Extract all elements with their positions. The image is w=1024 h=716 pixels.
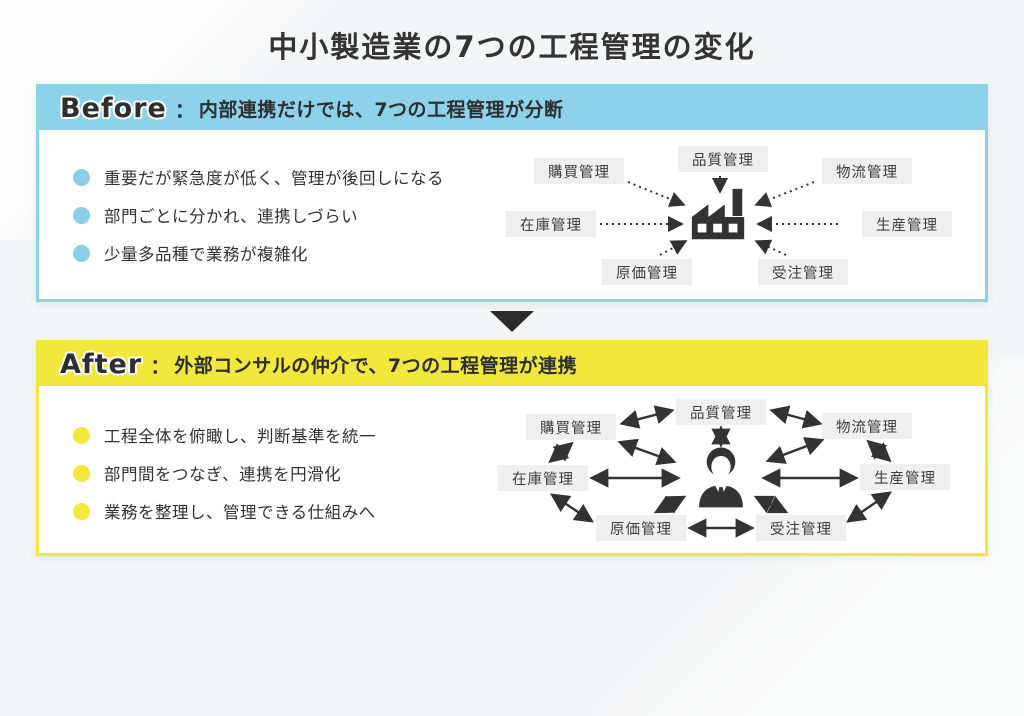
node-production: 生産管理 bbox=[862, 211, 952, 237]
node-quality: 品質管理 bbox=[678, 146, 768, 172]
after-headline: 外部コンサルの仲介で、7つの工程管理が連携 bbox=[174, 354, 578, 377]
before-bullet-list: 重要だが緊急度が低く、管理が後回しになる 部門ごとに分かれ、連携しづらい 少量多… bbox=[73, 165, 503, 279]
node-quality: 品質管理 bbox=[676, 399, 766, 425]
bullet-dot-icon bbox=[73, 502, 90, 520]
bullet-dot-icon bbox=[73, 426, 90, 444]
bullet-dot-icon bbox=[73, 168, 90, 186]
node-purchasing: 購買管理 bbox=[526, 414, 616, 440]
node-purchasing: 購買管理 bbox=[534, 158, 624, 184]
after-bullet-list: 工程全体を俯瞰し、判断基準を統一 部門間をつなぎ、連携を円滑化 業務を整理し、管… bbox=[73, 423, 503, 537]
node-logistics: 物流管理 bbox=[822, 413, 912, 439]
node-order: 受注管理 bbox=[756, 515, 846, 541]
before-diagram: 購買管理 品質管理 物流管理 在庫管理 生産管理 原価管理 受注管理 bbox=[498, 140, 968, 298]
after-section: After ： 外部コンサルの仲介で、7つの工程管理が連携 工程全体を俯瞰し、判… bbox=[36, 340, 988, 556]
section-separator bbox=[0, 308, 1024, 334]
bullet-text: 工程全体を俯瞰し、判断基準を統一 bbox=[104, 427, 376, 446]
dotted-arrows bbox=[600, 176, 838, 256]
node-cost: 原価管理 bbox=[602, 259, 692, 285]
bullet-item: 重要だが緊急度が低く、管理が後回しになる bbox=[73, 165, 503, 189]
bullet-item: 部門ごとに分かれ、連携しづらい bbox=[73, 203, 503, 227]
bullet-dot-icon bbox=[73, 244, 90, 262]
node-inventory: 在庫管理 bbox=[498, 465, 588, 491]
bullet-item: 工程全体を俯瞰し、判断基準を統一 bbox=[73, 423, 503, 447]
after-label: After bbox=[60, 348, 143, 380]
node-logistics: 物流管理 bbox=[822, 158, 912, 184]
bullet-item: 部門間をつなぎ、連携を円滑化 bbox=[73, 461, 503, 485]
after-diagram: 購買管理 品質管理 物流管理 在庫管理 生産管理 原価管理 受注管理 bbox=[498, 398, 968, 553]
bullet-item: 業務を整理し、管理できる仕組みへ bbox=[73, 499, 503, 523]
slide-title: 中小製造業の7つの工程管理の変化 bbox=[268, 30, 756, 64]
bullet-text: 業務を整理し、管理できる仕組みへ bbox=[104, 503, 376, 522]
before-colon: ： bbox=[174, 97, 195, 122]
down-triangle-icon bbox=[490, 310, 534, 332]
before-section: Before ： 内部連携だけでは、7つの工程管理が分断 重要だが緊急度が低く、… bbox=[36, 84, 988, 302]
bullet-text: 重要だが緊急度が低く、管理が後回しになる bbox=[104, 169, 444, 188]
node-order: 受注管理 bbox=[758, 259, 848, 285]
node-cost: 原価管理 bbox=[596, 515, 686, 541]
bullet-dot-icon bbox=[73, 206, 90, 224]
bullet-item: 少量多品種で業務が複雑化 bbox=[73, 241, 503, 265]
before-label: Before bbox=[60, 92, 167, 124]
before-header: Before ： 内部連携だけでは、7つの工程管理が分断 bbox=[38, 86, 986, 130]
factory-icon bbox=[688, 186, 750, 248]
after-header: After ： 外部コンサルの仲介で、7つの工程管理が連携 bbox=[38, 342, 986, 386]
node-inventory: 在庫管理 bbox=[506, 211, 596, 237]
bullet-text: 部門間をつなぎ、連携を円滑化 bbox=[104, 465, 342, 484]
bullet-text: 部門ごとに分かれ、連携しづらい bbox=[104, 207, 359, 226]
consultant-icon bbox=[694, 445, 748, 513]
bullet-text: 少量多品種で業務が複雑化 bbox=[104, 245, 308, 264]
bidirectional-arrows bbox=[548, 405, 892, 538]
before-headline: 内部連携だけでは、7つの工程管理が分断 bbox=[198, 98, 564, 121]
after-colon: ： bbox=[150, 353, 171, 378]
node-production: 生産管理 bbox=[860, 464, 950, 490]
bullet-dot-icon bbox=[73, 464, 90, 482]
